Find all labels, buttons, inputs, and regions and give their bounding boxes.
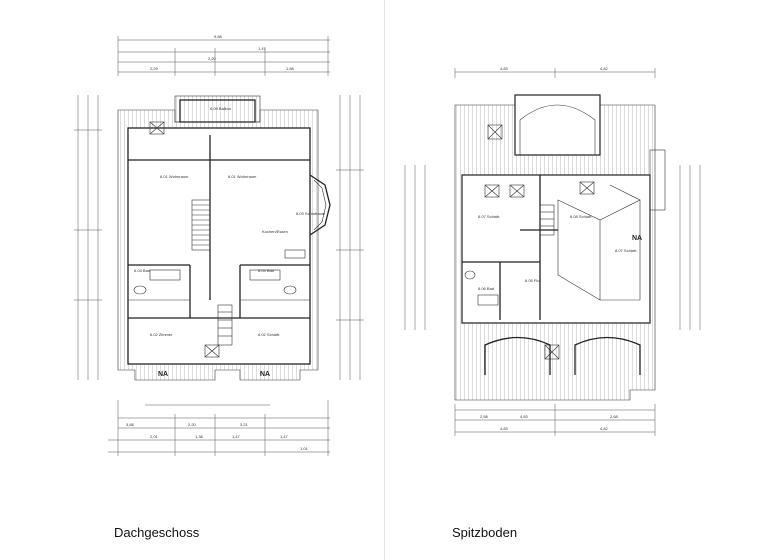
room-label: 8.04 Bad (258, 268, 274, 273)
dim-label: 1,47 (280, 434, 289, 439)
room-label: 6.04 Bad (134, 268, 150, 273)
caption-spitzboden: Spitzboden (452, 525, 518, 540)
staircase (191, 199, 233, 346)
room-label: 6.01 Wohnraum (160, 174, 189, 179)
room-label: 6.06 Bad (478, 286, 494, 291)
dim-label: 3,21 (240, 422, 249, 427)
dim-label: 2,20 (188, 422, 197, 427)
dormer-window (484, 336, 551, 375)
room-label: 6.02 Zimmer (150, 332, 173, 337)
skylight (149, 121, 165, 135)
room-label: 8.01 Wohnraum (228, 174, 257, 179)
dim-label: 2,29 (150, 66, 159, 71)
wc-fixture (283, 285, 297, 295)
room-label: 8.02 Schlafr. (258, 332, 280, 337)
room-label: Kochen/Essen (262, 229, 288, 234)
na-label: NA (158, 371, 168, 378)
attic-floor (461, 174, 651, 324)
room-label: 6.09 Balkon (210, 106, 231, 111)
page-divider (384, 0, 385, 560)
dim-label: 4,83 (520, 414, 529, 419)
dim-label: 2,68 (610, 414, 619, 419)
dim-label: 3,88 (126, 422, 135, 427)
dim-label: 4,83 (500, 66, 509, 71)
bathtub (477, 294, 499, 306)
na-label: NA (632, 235, 642, 242)
skylights (484, 124, 595, 360)
side-dimensions (74, 95, 364, 380)
dim-label: 9,88 (214, 34, 223, 39)
bathtub (149, 269, 181, 281)
dim-label: 1,47 (232, 434, 241, 439)
room-label: 8.07 Schlafr. (615, 248, 637, 253)
skylight (204, 344, 220, 358)
dim-label: 1,01 (300, 446, 309, 451)
dim-label: 2,20 (208, 56, 217, 61)
dim-label: 4,82 (600, 66, 609, 71)
dim-label: 1,88 (286, 66, 295, 71)
dim-label: 1,47 (258, 46, 267, 51)
room-label: 6.08 Schlafr. (570, 214, 592, 219)
room-label: 6.07 Schlafr. (478, 214, 500, 219)
dim-label: 4,82 (600, 426, 609, 431)
na-label: NA (260, 371, 270, 378)
dim-label: 2,01 (150, 434, 159, 439)
floor-outline (127, 127, 311, 365)
dim-label: 2,58 (480, 414, 489, 419)
dormer (514, 94, 601, 156)
caption-dachgeschoss: Dachgeschoss (114, 525, 200, 540)
top-dimensions (117, 36, 330, 76)
wc-fixture (464, 270, 476, 280)
dim-label: 1,38 (195, 434, 204, 439)
kitchen-counter (284, 249, 306, 259)
bottom-dimensions (108, 400, 330, 456)
room-label: 6.03 Schlafraum (296, 211, 326, 216)
dormer-window (574, 336, 641, 375)
plan-spitzboden: 4,83 4,82 (404, 66, 701, 436)
bathtub (249, 269, 281, 281)
room-label: 6.05 Flur (525, 278, 541, 283)
wc-fixture (133, 285, 147, 295)
plan-dachgeschoss: 9,88 1,47 2,20 2,29 1,88 6.09 Balkon (74, 34, 364, 456)
dim-label: 4,83 (500, 426, 509, 431)
